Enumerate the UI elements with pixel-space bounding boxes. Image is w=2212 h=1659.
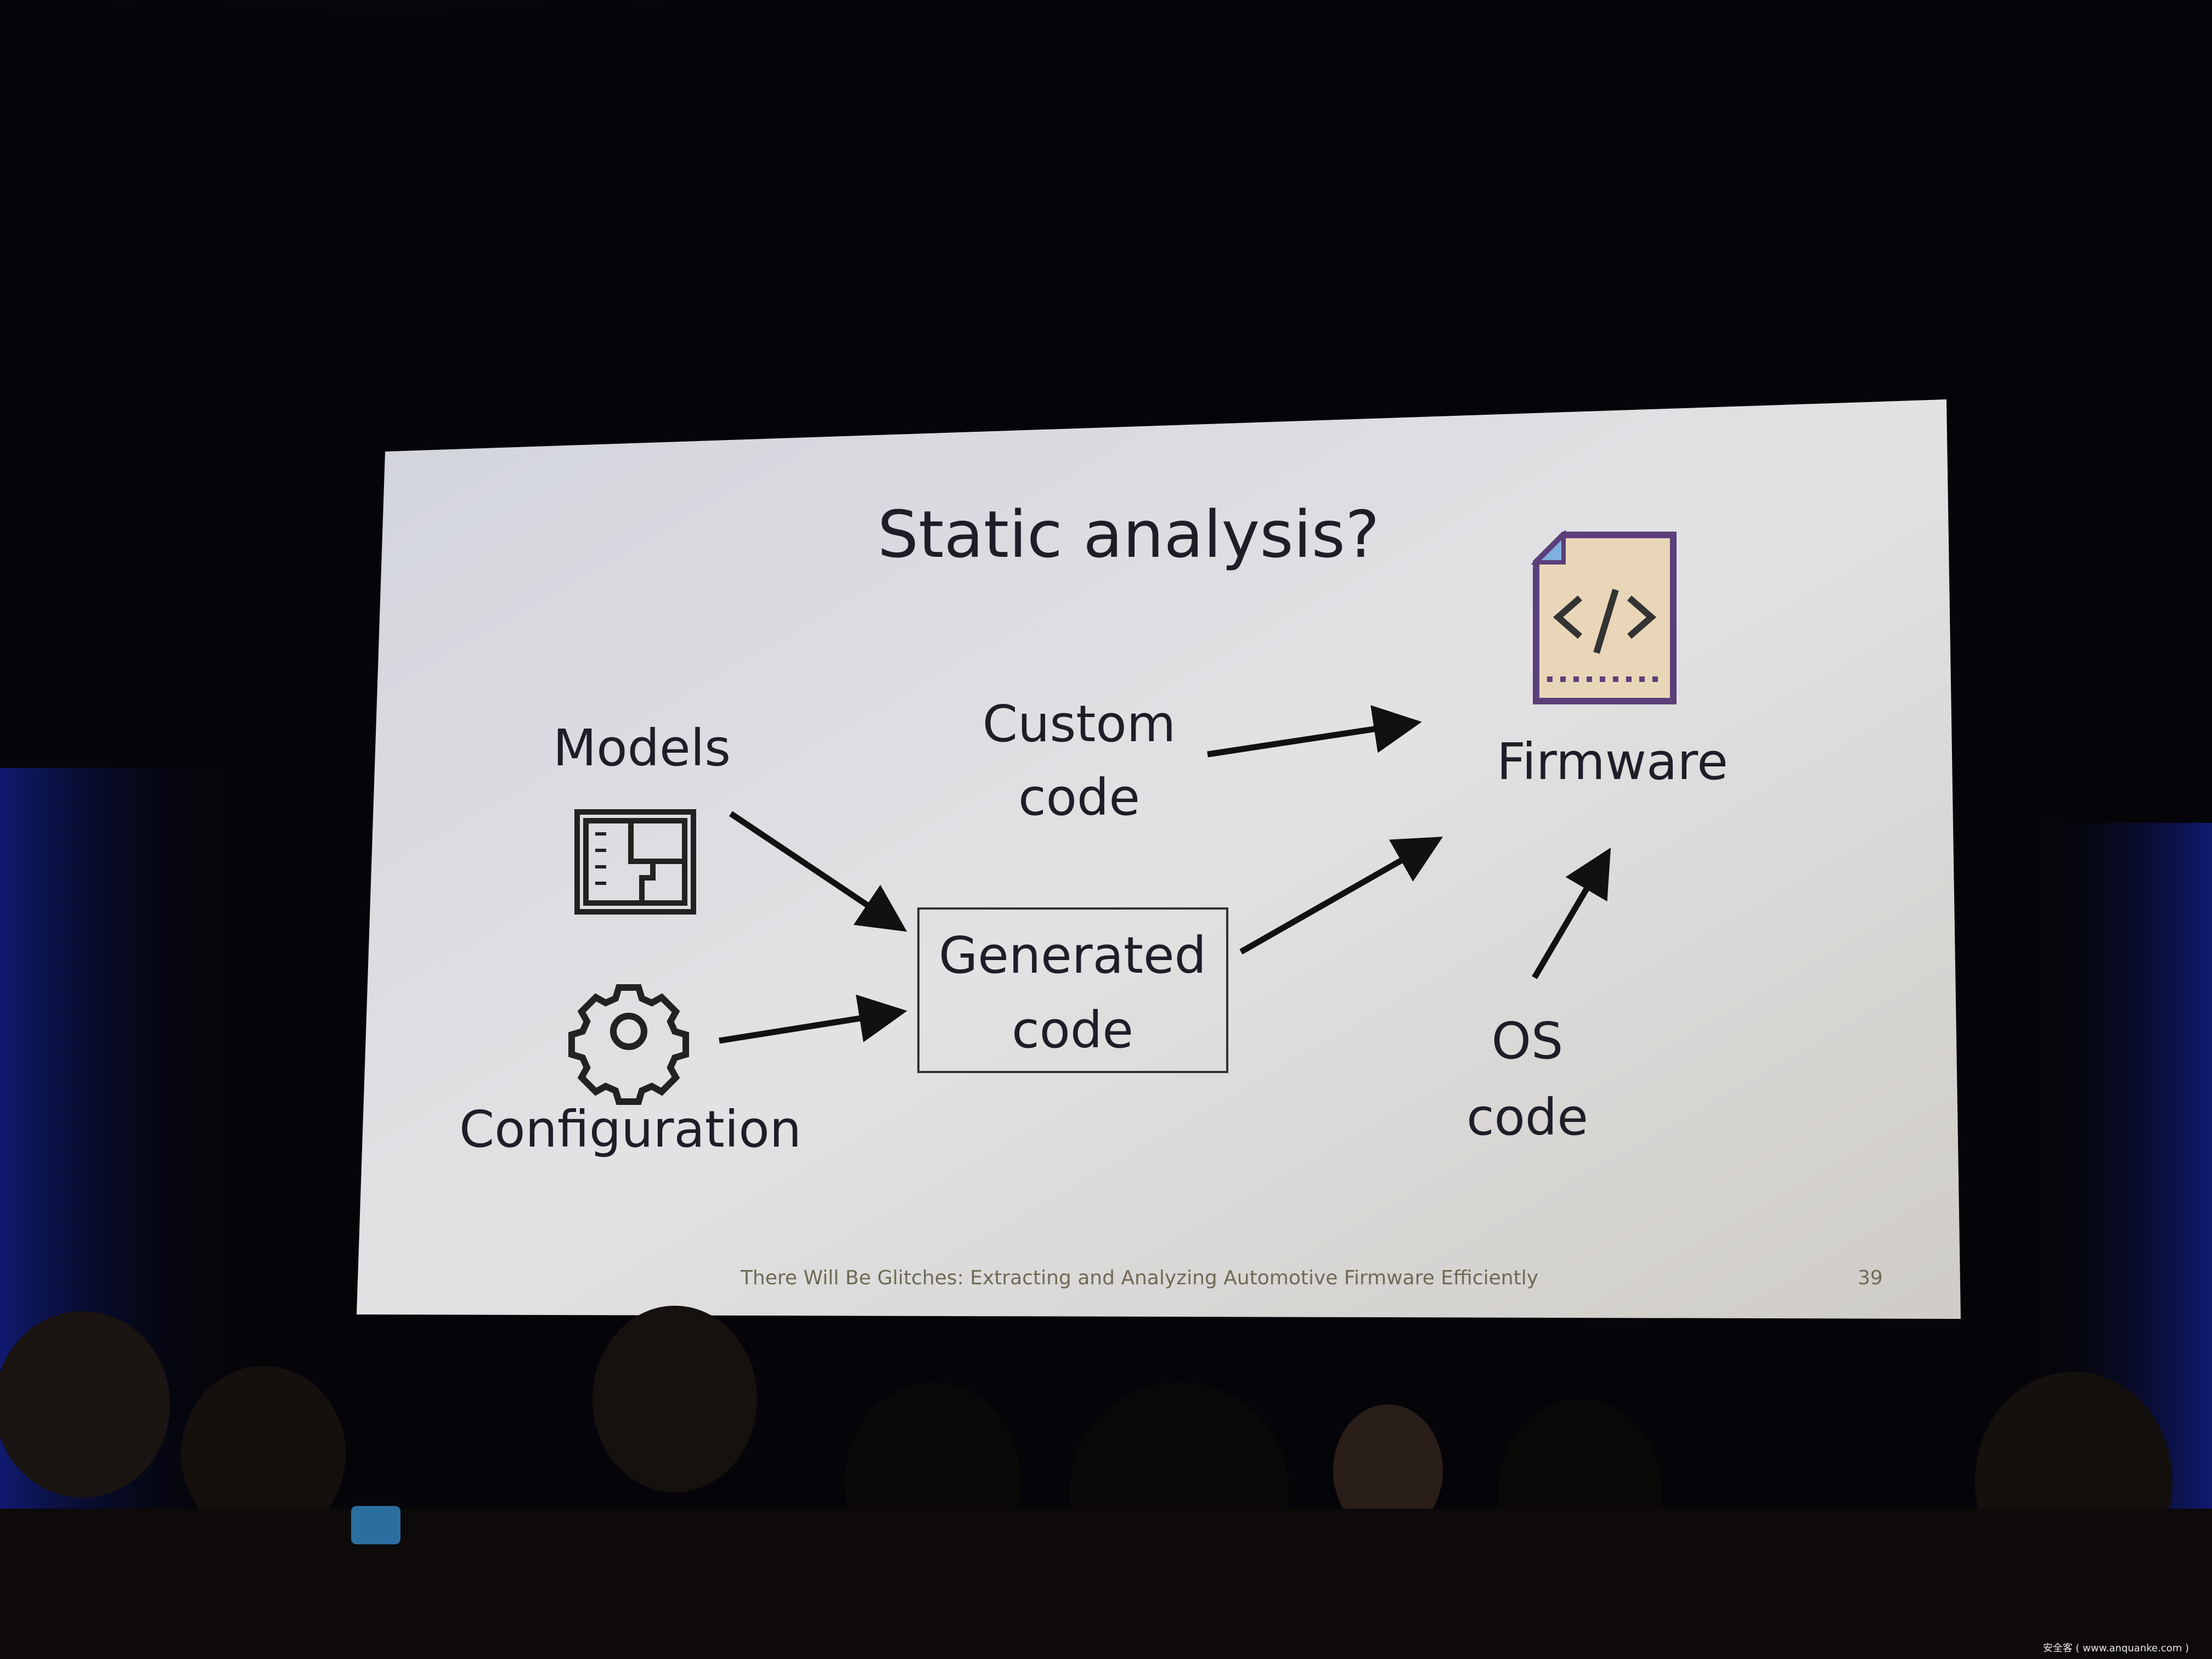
slide-title: Static analysis?: [877, 496, 1379, 572]
models-label: Models: [553, 719, 731, 777]
arrow-generated-to-firmware: [1239, 837, 1443, 955]
configuration-label: Configuration: [459, 1100, 802, 1159]
generated-code-box: [917, 907, 1228, 1073]
custom-code-label-line1: Custom: [983, 695, 1176, 753]
generated-code-label-line1: Generated: [939, 926, 1206, 985]
arrow-custom-to-firmware: [1207, 705, 1422, 758]
firmware-label: Firmware: [1497, 732, 1728, 791]
slide-footer: There Will Be Glitches: Extracting and A…: [740, 1267, 1538, 1289]
custom-code-label-line2: code: [1018, 768, 1140, 827]
stage-light: [0, 0, 878, 60]
watermark: 安全客 ( www.anquanke.com ): [2043, 1643, 2189, 1654]
slide: Static analysis? Models Configuration Cu…: [357, 399, 1961, 1319]
code-file-icon: [1531, 529, 1677, 704]
os-code-label-line2: code: [1466, 1088, 1588, 1147]
arrow-models-to-generated: [729, 811, 907, 932]
slide-page-number: 39: [1858, 1267, 1883, 1289]
arrow-os-to-firmware: [1532, 848, 1611, 979]
generated-code-label-line2: code: [1012, 1001, 1133, 1059]
gear-icon: [568, 984, 689, 1105]
phone-screen: [351, 1506, 400, 1544]
blueprint-icon: [574, 809, 696, 915]
arrow-configuration-to-generated: [719, 994, 907, 1044]
os-code-label-line1: OS: [1492, 1012, 1564, 1070]
audience: [0, 1306, 2212, 1659]
